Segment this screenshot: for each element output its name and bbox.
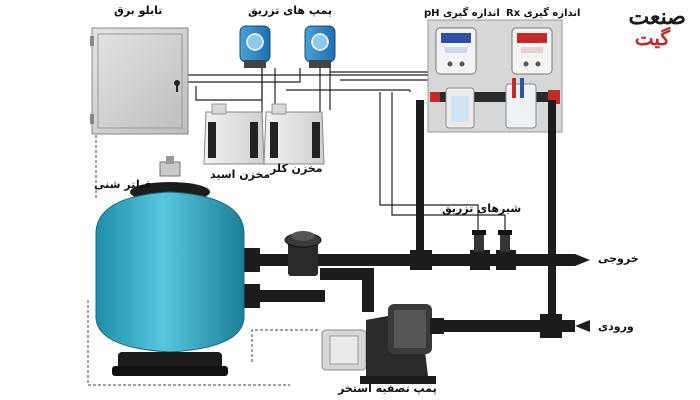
- inlet-arrow-icon: [575, 320, 590, 332]
- rx-meter-label: اندازه گیری Rx: [506, 8, 581, 19]
- pipework: [240, 100, 575, 338]
- electrical-panel: [90, 27, 189, 135]
- injection-valves-label: شیرهای تزریق: [442, 202, 522, 215]
- injection-pumps-label: پمپ های تزریق: [248, 4, 332, 17]
- signal-lines: [186, 68, 506, 236]
- injection-pump-right: [304, 25, 336, 68]
- ph-controller: [435, 27, 477, 75]
- rx-controller: [511, 27, 553, 75]
- sand-filter: [95, 156, 245, 376]
- ph-meter-label: اندازه گیری pH: [424, 8, 500, 19]
- electrical-wiring: [87, 135, 320, 386]
- chlorine-tank: [263, 103, 325, 165]
- injection-valves: [472, 230, 512, 252]
- chlorine-tank-label: مخزن کلر: [270, 162, 323, 175]
- inlet-label: ورودی: [598, 320, 634, 333]
- acid-tank-label: مخزن اسید: [210, 168, 271, 181]
- sand-filter-label: فیلتر شنی: [94, 178, 152, 191]
- brand-logo: صنعت گیت: [592, 4, 692, 50]
- injection-pump-left: [239, 25, 271, 68]
- brand-logo-word-1: صنعت: [628, 4, 686, 30]
- acid-tank: [203, 103, 265, 165]
- pool-pump: [321, 304, 444, 384]
- electrical-panel-label: تابلو برق: [114, 4, 163, 17]
- outlet-label: خروجی: [598, 252, 639, 265]
- pool-pump-label: پمپ تصفیه استخر: [338, 382, 437, 395]
- brand-logo-word-2: گیت: [634, 26, 670, 50]
- multiport-valve: [284, 231, 322, 276]
- panel-lock-icon: [174, 80, 180, 86]
- outlet-arrow-icon: [575, 254, 590, 266]
- measurement-board: [427, 19, 563, 133]
